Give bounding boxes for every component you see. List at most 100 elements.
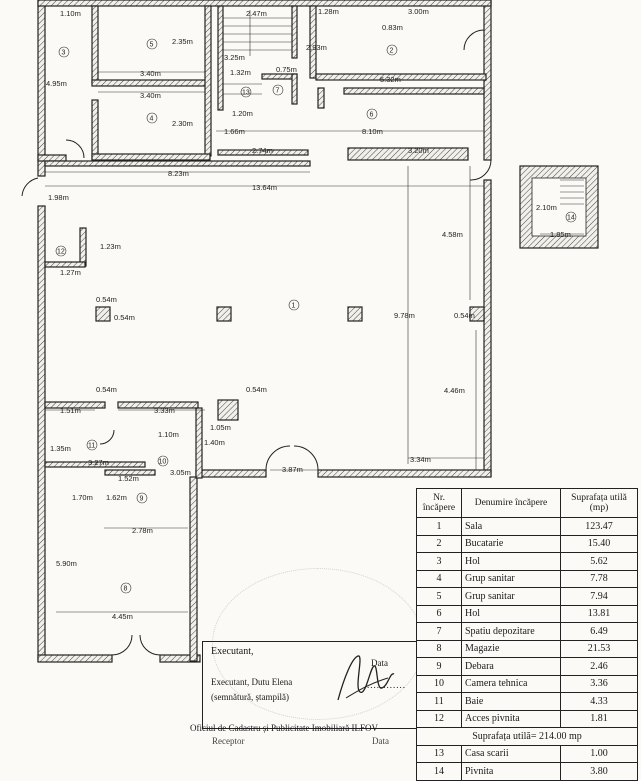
wall-r4-bottom [91, 153, 211, 161]
legend-cell-area: 13.81 [560, 604, 638, 623]
dim-label: 8.10m [362, 127, 383, 136]
legend-cell-area: 123.47 [560, 517, 638, 536]
handwritten-signature [337, 655, 395, 701]
dim-label: 3.33m [154, 406, 175, 415]
wall-south-left2 [159, 654, 201, 663]
dim-label: 1.27m [60, 268, 81, 277]
wall-r9 [104, 469, 156, 476]
wall-r6-left [317, 87, 325, 109]
dim-label: 2.30m [172, 119, 193, 128]
wall-r10 [195, 407, 203, 479]
dim-label: 1.20m [232, 109, 253, 118]
wall-east [483, 179, 492, 477]
wall-west-lower [37, 205, 46, 662]
door-arc-r3 [65, 139, 85, 159]
dim-label: 3.40m [140, 91, 161, 100]
wall-r6-top [343, 87, 485, 95]
wall-west [37, 0, 46, 177]
dim-label: 3.00m [408, 7, 429, 16]
wall-hall-top [44, 160, 311, 167]
legend-total: Suprafața utilă= 214.00 mp [416, 727, 638, 746]
legend-cell-name: Pivnita [461, 762, 561, 781]
dim-label: 4.45m [112, 612, 133, 621]
door-arc-r2 [463, 29, 485, 51]
floor-plan: 1.10m 2.47m 1.28m 3.00m 0.83m 2.35m 3.25… [21, 0, 599, 663]
legend-cell-area: 2.46 [560, 657, 638, 676]
legend-cell-name: Grup sanitar [461, 569, 561, 588]
dim-label: 13.64m [252, 183, 277, 192]
legend-cell-name: Grup sanitar [461, 587, 561, 606]
legend-cell-nr: 6 [416, 604, 462, 623]
wall-north [37, 0, 492, 7]
legend-cell-area: 15.40 [560, 534, 638, 553]
dim-label: 0.54m [96, 385, 117, 394]
legend-cell-name: Debara [461, 657, 561, 676]
dim-label: 3.25m [224, 53, 245, 62]
door-arc-store [111, 634, 133, 656]
dim-label: 1.62m [106, 493, 127, 502]
legend-header-name: Denumire încăpere [461, 488, 561, 518]
door-arc-entry-e [469, 159, 492, 181]
dim-label: 1.52m [118, 474, 139, 483]
wall-stair-left [217, 5, 224, 111]
legend-cell-area: 5.62 [560, 552, 638, 571]
wall-r3-bottom [37, 154, 67, 162]
wall-r11-bot [44, 461, 146, 468]
wall-bath-top [44, 401, 106, 409]
legend-cell-nr: 10 [416, 674, 462, 693]
dim-label: 0.54m [114, 313, 135, 322]
room-number: 8 [124, 586, 128, 593]
legend-cell-name: Hol [461, 552, 561, 571]
dim-label: 1.51m [60, 406, 81, 415]
door-arc-south1 [265, 445, 291, 471]
room-number: 6 [370, 112, 374, 119]
legend-cell-area: 1.81 [560, 709, 638, 728]
legend-cell-area: 3.36 [560, 674, 638, 693]
wall-r6-bottom [347, 147, 469, 161]
dim-label: 3.05m [170, 468, 191, 477]
wall-south-mid [195, 469, 267, 478]
legend-cell-nr: 2 [416, 534, 462, 553]
legend-cell-name: Camera tehnica [461, 674, 561, 693]
legend-header-area: Suprafața utilă (mp) [560, 488, 638, 518]
legend-cell-name: Spatiu depozitare [461, 622, 561, 641]
dim-label: 9.78m [394, 311, 415, 320]
legend-cell-nr: 11 [416, 692, 462, 711]
legend-cell-area: 3.80 [560, 762, 638, 781]
executant-name: Executant, Dutu Elena [211, 677, 293, 687]
stair-steps [223, 10, 292, 95]
column-1 [95, 306, 111, 322]
wall-r5-r4 [91, 79, 211, 87]
room-number: 5 [150, 42, 154, 49]
dim-label: 5.32m [380, 75, 401, 84]
legend-cell-name: Baie [461, 692, 561, 711]
dim-label: 1.35m [50, 444, 71, 453]
room-number: 11 [88, 443, 95, 450]
dim-label: 3.87m [282, 465, 303, 474]
dim-label: 4.95m [46, 79, 67, 88]
dim-label: 0.75m [276, 65, 297, 74]
legend-total-row: Suprafața utilă= 214.00 mp [416, 727, 638, 746]
legend-cell-name: Magazie [461, 639, 561, 658]
dim-label: 1.10m [60, 9, 81, 18]
legend-header-nr: Nr. încăpere [416, 488, 462, 518]
dim-label: 1.10m [158, 430, 179, 439]
dim-label: 2.74m [252, 146, 273, 155]
dim-label: 0.83m [382, 23, 403, 32]
dim-label: 1.66m [224, 127, 245, 136]
legend-cell-area: 21.53 [560, 639, 638, 658]
legend-cell-area: 1.00 [560, 744, 638, 763]
dim-label: 3.34m [410, 455, 431, 464]
room-number: 14 [567, 215, 575, 222]
legend-header-row: Nr. încăpere Denumire încăpere Suprafața… [416, 488, 638, 518]
room-number: 12 [57, 249, 65, 256]
dim-label: 2.35m [172, 37, 193, 46]
room-number: 13 [242, 90, 250, 97]
